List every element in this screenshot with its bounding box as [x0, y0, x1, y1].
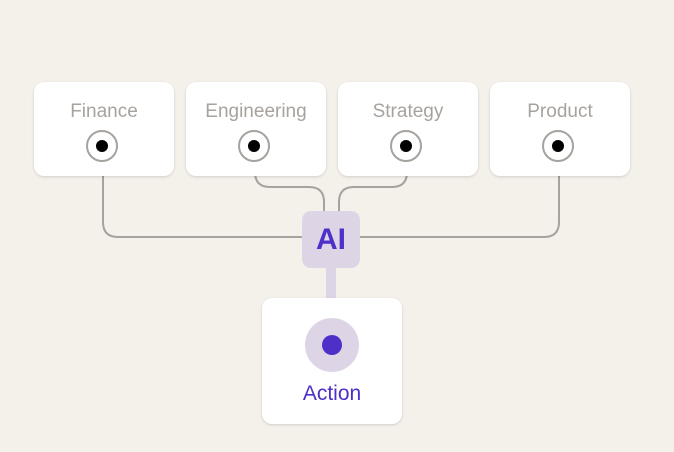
source-label: Finance [70, 101, 138, 122]
action-label: Action [302, 382, 362, 405]
action-port[interactable] [305, 318, 359, 372]
port-dot [400, 140, 412, 152]
source-card-engineering[interactable]: Engineering [186, 82, 326, 176]
connector-output [326, 266, 336, 322]
connector-strategy [338, 162, 408, 211]
source-label: Engineering [205, 101, 307, 122]
port-dot [552, 140, 564, 152]
ai-hub-node[interactable]: AI [302, 211, 360, 268]
source-port[interactable] [86, 130, 118, 162]
port-dot [248, 140, 260, 152]
source-card-strategy[interactable]: Strategy [338, 82, 478, 176]
source-port[interactable] [238, 130, 270, 162]
source-card-finance[interactable]: Finance [34, 82, 174, 176]
source-label: Strategy [372, 101, 444, 122]
action-card[interactable]: Action [262, 298, 402, 424]
source-port[interactable] [390, 130, 422, 162]
source-port[interactable] [542, 130, 574, 162]
connector-engineering [254, 162, 325, 211]
action-dot [322, 335, 342, 355]
port-dot [96, 140, 108, 152]
source-label: Product [527, 101, 593, 122]
connector-product [360, 162, 560, 238]
source-card-product[interactable]: Product [490, 82, 630, 176]
connector-finance [102, 162, 302, 238]
